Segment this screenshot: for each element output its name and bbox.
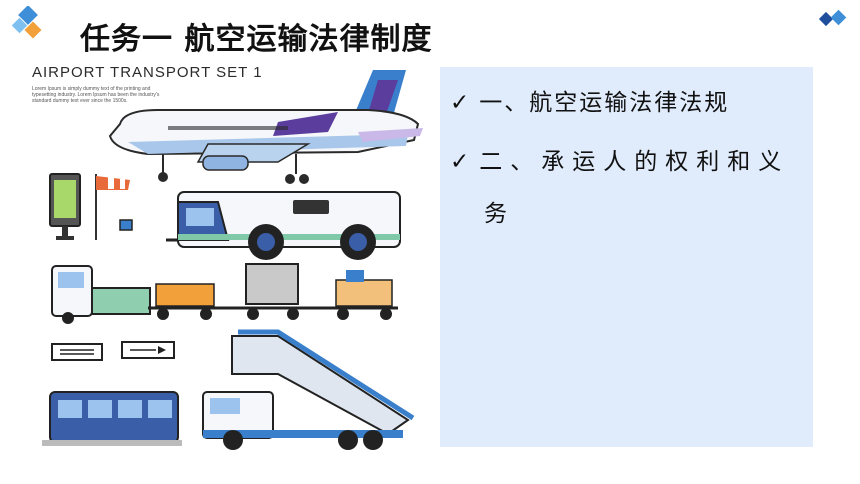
airport-transport-illustration: AIRPORT TRANSPORT SET 1 Lorem Ipsum is s… xyxy=(28,62,428,452)
windsock-icon xyxy=(95,174,130,240)
info-board-icon xyxy=(49,173,81,240)
list-item-text: 一、航空运输法律法规 xyxy=(479,90,730,116)
illustration-caption: Lorem Ipsum is simply dummy text of the … xyxy=(32,86,160,104)
airport-bus-icon xyxy=(42,391,182,446)
tow-tractor-icon xyxy=(166,191,401,260)
airplane-icon xyxy=(108,70,423,184)
gate-sign-icons xyxy=(51,341,175,361)
list-item: ✓ 二、承运人的权利和义 xyxy=(450,140,789,184)
checkmark-icon: ✓ xyxy=(450,90,470,116)
illustration-heading: AIRPORT TRANSPORT SET 1 xyxy=(32,64,263,81)
logo-icon xyxy=(12,6,42,39)
page-title: 任务一 航空运输法律制度 xyxy=(80,22,433,57)
content-panel: ✓ 一、航空运输法律法规 ✓ 二、承运人的权利和义 务 xyxy=(440,67,813,447)
list-item-text: 二、承运人的权利和义 xyxy=(479,149,790,175)
checkmark-icon: ✓ xyxy=(450,149,470,175)
baggage-cart-train-icon xyxy=(51,263,398,324)
corner-logo-icon xyxy=(818,9,847,27)
stair-truck-icon xyxy=(202,329,415,450)
list-item: ✓ 一、航空运输法律法规 xyxy=(450,81,729,125)
list-item-continuation: 务 xyxy=(484,201,507,227)
